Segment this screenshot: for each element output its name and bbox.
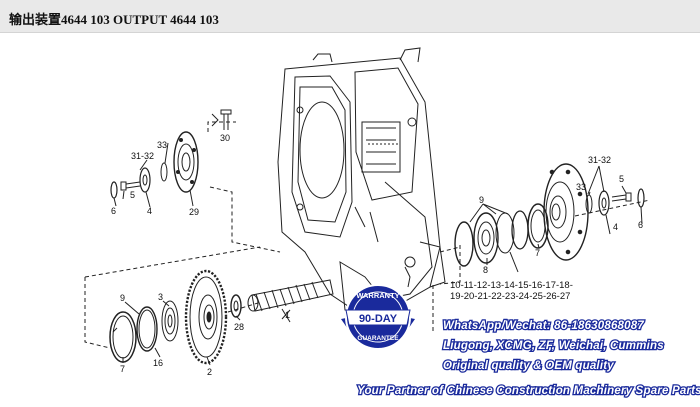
label-28: 28 xyxy=(234,322,244,332)
assembly-lines xyxy=(84,121,651,349)
part-labels: 1 2 3 4 4 5 5 6 6 7 7 8 9 9 16 28 29 30 … xyxy=(111,133,643,377)
seal-7-left xyxy=(109,311,137,363)
label-9-left: 9 xyxy=(120,293,125,303)
label-29: 29 xyxy=(189,207,199,217)
label-6-right: 6 xyxy=(638,220,643,230)
label-4-right: 4 xyxy=(613,222,618,232)
promo-watermark: WhatsApp/Wechat: 86-18630868087 Liugong,… xyxy=(356,319,700,399)
label-range-line1: 10-11-12-13-14-15-16-17-18- xyxy=(450,280,573,291)
bearing-8-right xyxy=(473,212,499,264)
transmission-housing xyxy=(277,47,446,318)
snap-ring-9-left xyxy=(136,306,158,352)
label-16: 16 xyxy=(153,358,163,368)
label-33-right: 33 xyxy=(576,182,586,192)
lock-plate-6-left xyxy=(110,181,118,199)
bolt-30 xyxy=(211,109,232,130)
label-3: 3 xyxy=(158,292,163,302)
label-7-left: 7 xyxy=(120,364,125,374)
warranty-badge: WARRANTY 90-DAY GUARANTEE xyxy=(341,284,415,350)
badge-bottom-text: GUARANTEE xyxy=(357,335,399,342)
title-bar: 输出装置4644 103 OUTPUT 4644 103 xyxy=(0,0,700,33)
promo-contact: WhatsApp/Wechat: 86-18630868087 xyxy=(443,320,644,332)
label-1: 1 xyxy=(285,310,290,320)
left-cover-29 xyxy=(173,131,199,193)
promo-tagline: Your Partner of Chinese Construction Mac… xyxy=(357,385,700,397)
exploded-parts-diagram: 1 2 3 4 4 5 5 6 6 7 7 8 9 9 16 28 29 30 … xyxy=(84,47,700,399)
washer-28 xyxy=(230,294,242,318)
o-ring-33-right xyxy=(585,194,593,214)
label-31-32-left: 31-32 xyxy=(131,151,154,161)
output-shaft xyxy=(247,279,334,320)
promo-brands: Liugong, XCMG, ZF, Weichai, Cummins xyxy=(443,340,664,352)
bolt-5-right xyxy=(611,192,632,202)
snap-rings-right xyxy=(454,210,529,267)
label-range-line2: 19-20-21-22-23-24-25-26-27 xyxy=(450,291,570,302)
badge-top-text: WARRANTY xyxy=(356,291,399,300)
label-9-right: 9 xyxy=(479,195,484,205)
lock-plate-6-right xyxy=(637,188,645,208)
label-5-left: 5 xyxy=(130,190,135,200)
badge-main-text: 90-DAY xyxy=(359,313,398,325)
label-30: 30 xyxy=(220,133,230,143)
washer-4-left xyxy=(139,167,151,193)
page-title: 输出装置4644 103 OUTPUT 4644 103 xyxy=(9,12,219,27)
label-5-right: 5 xyxy=(619,174,624,184)
label-8: 8 xyxy=(483,265,488,275)
large-gear xyxy=(184,269,228,365)
promo-quality: Original quality & OEM quality xyxy=(443,360,614,372)
bolt-5-left xyxy=(120,181,141,191)
bearing-3 xyxy=(161,300,179,342)
leader-lines xyxy=(113,142,643,366)
label-4-left: 4 xyxy=(147,206,152,216)
label-6-left: 6 xyxy=(111,206,116,216)
o-ring-33-left xyxy=(160,162,168,182)
seal-7-right xyxy=(527,203,549,249)
label-2: 2 xyxy=(207,367,212,377)
label-31-32-right: 31-32 xyxy=(588,155,611,165)
right-cover xyxy=(543,163,589,261)
washer-4-right xyxy=(598,190,610,216)
label-33-left: 33 xyxy=(157,140,167,150)
label-7-right: 7 xyxy=(535,248,540,258)
